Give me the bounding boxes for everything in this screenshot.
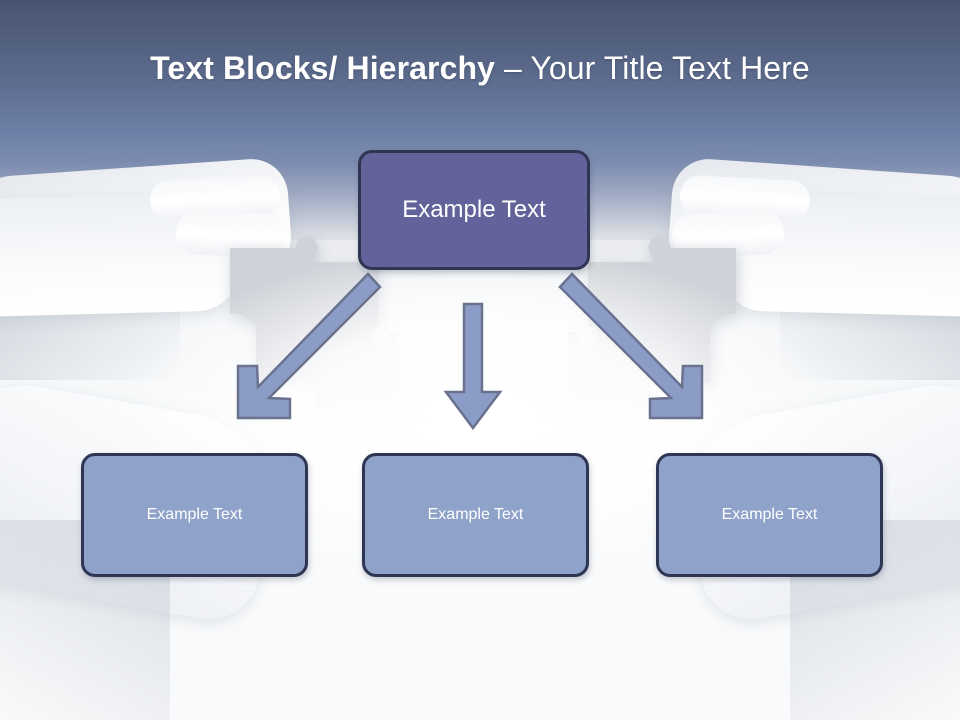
hierarchy-child-box-1[interactable]: Example Text [81,453,308,577]
hierarchy-child-box-3[interactable]: Example Text [656,453,883,577]
slide-title-normal: Your Title Text Here [530,50,810,86]
slide-title: Text Blocks/ Hierarchy – Your Title Text… [0,48,960,88]
slide-title-strong: Text Blocks/ Hierarchy [150,50,496,86]
slide-title-separator: – [495,50,531,86]
hierarchy-child-label-1: Example Text [146,506,243,523]
arrow-down-icon [443,302,503,431]
hierarchy-root-box[interactable]: Example Text [358,150,590,270]
hierarchy-child-label-3: Example Text [721,506,818,523]
hierarchy-child-box-2[interactable]: Example Text [362,453,589,577]
hierarchy-child-label-2: Example Text [427,506,524,523]
arrow-down-right-icon [558,272,704,420]
arrow-down-left-icon [236,272,382,420]
hierarchy-root-label: Example Text [402,196,546,223]
